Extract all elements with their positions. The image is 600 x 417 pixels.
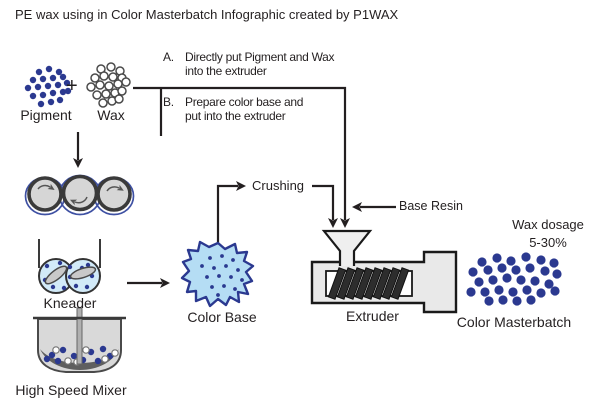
route-a-line-to-extruder [133,86,350,228]
high-speed-mixer-graphic [33,307,126,373]
pigment-cluster [24,65,72,108]
color-masterbatch-label: Color Masterbatch [456,314,572,330]
wax-cluster [86,62,131,108]
color-base-label: Color Base [187,309,257,325]
rollers [27,174,132,212]
step-b-marker: B. [163,95,174,109]
wax-label: Wax [97,107,125,123]
step-b: B. Prepare color base and put into the e… [163,95,355,123]
step-a-line2: into the extruder [185,64,267,78]
pigment-label: Pigment [20,107,72,123]
step-b-text: Prepare color base and put into the extr… [185,95,355,123]
step-b-line1: Prepare color base and [185,95,304,109]
roller-rotation-arrows [37,183,124,206]
step-a: A. Directly put Pigment and Wax into the… [163,50,355,78]
wax-dosage-range: 5-30% [529,234,567,250]
hopper-funnel [324,231,370,266]
color-masterbatch-dots [466,252,562,306]
wax-dosage-title: Wax dosage [512,217,584,232]
color-base-blob [180,240,255,308]
extruder-label: Extruder [346,308,399,324]
extruder-graphic [310,229,458,314]
kneader-graphic [38,239,101,294]
mixer-shaft [76,307,83,365]
step-a-text: Directly put Pigment and Wax into the ex… [185,50,355,78]
kneader-blades [44,265,97,285]
crushing-to-extruder-arrow [312,184,338,228]
wax-dosage-annotation: Wax dosage 5-30% [496,216,600,251]
base-resin-label: Base Resin [399,199,463,213]
step-a-marker: A. [163,50,174,64]
colorbase-to-crushing-arrow [216,181,246,244]
extruder-screw-flights [327,267,410,300]
mixer-sludge [40,349,119,370]
hopper-funnel-outline [321,229,373,266]
plus-sign: + [66,75,78,97]
kneader-label: Kneader [43,295,97,311]
step-a-line1: Directly put Pigment and Wax [185,50,335,64]
step-b-line2: put into the extruder [185,109,286,123]
high-speed-mixer-label: High Speed Mixer [15,382,127,398]
crushing-label: Crushing [252,178,305,193]
color-base-dots [200,254,244,297]
infographic-title: PE wax using in Color Masterbatch Infogr… [15,7,399,22]
three-roll-mill [24,174,135,216]
